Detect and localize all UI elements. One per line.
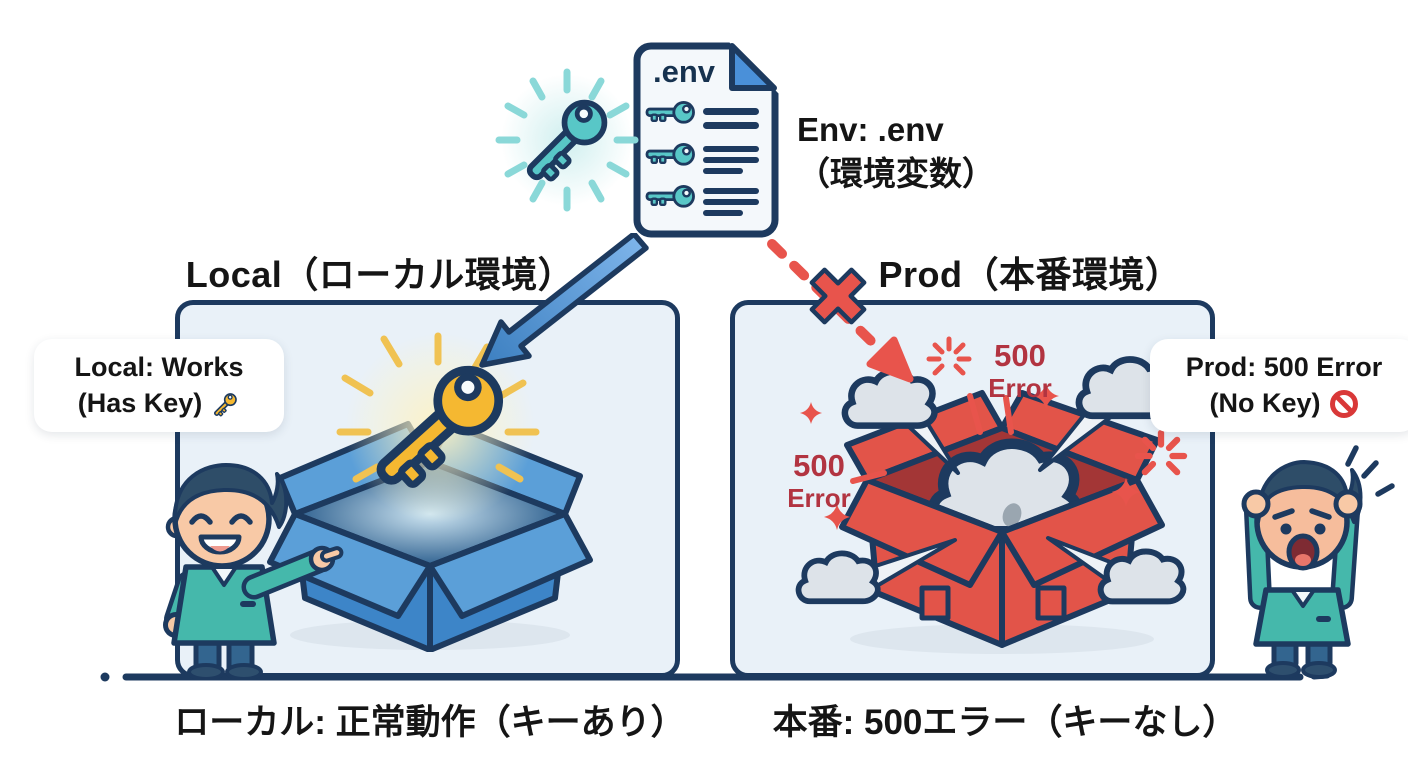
prod-status-bubble: Prod: 500 Error (No Key) [1150, 339, 1408, 432]
env-file-icon: .env [633, 42, 779, 238]
prod-caption: 本番: 500エラー（キーなし） [772, 703, 1238, 742]
prod-heading: Prod（本番環境） [878, 254, 1182, 295]
local-bubble-line1: Local: Works [74, 352, 244, 382]
blue-arrow-icon [479, 233, 649, 368]
key-rays [336, 332, 540, 483]
env-key-rows [645, 101, 759, 216]
error-label-left: 500 Error [787, 448, 851, 513]
sparkle-diamond-icon [799, 401, 823, 425]
sparkle-diamond-icon [1111, 477, 1141, 507]
stress-marks [1345, 445, 1395, 497]
prod-bubble-line2: (No Key) [1209, 388, 1321, 419]
env-filename: .env [653, 54, 716, 89]
x-mark-icon [809, 267, 867, 325]
local-heading: Local（ローカル環境） [185, 254, 575, 295]
local-status-bubble: Local: Works (Has Key) [34, 339, 284, 432]
no-entry-icon [1329, 389, 1358, 418]
spark-slashes [967, 393, 1014, 435]
local-caption: ローカル: 正常動作（キーあり） [174, 703, 686, 742]
spark-dash [850, 470, 887, 484]
exploding-box [790, 355, 1190, 654]
local-bubble-line2: (Has Key) [77, 388, 203, 419]
prod-bubble-line1: Prod: 500 Error [1185, 352, 1383, 382]
error-label-top: 500 Error [988, 338, 1052, 403]
env-label: Env: .env （環境変数） [797, 111, 995, 193]
panicked-developer [1241, 445, 1395, 679]
happy-developer [163, 463, 344, 679]
key-emoji-icon [210, 390, 240, 419]
glowing-key-icon [495, 68, 639, 212]
